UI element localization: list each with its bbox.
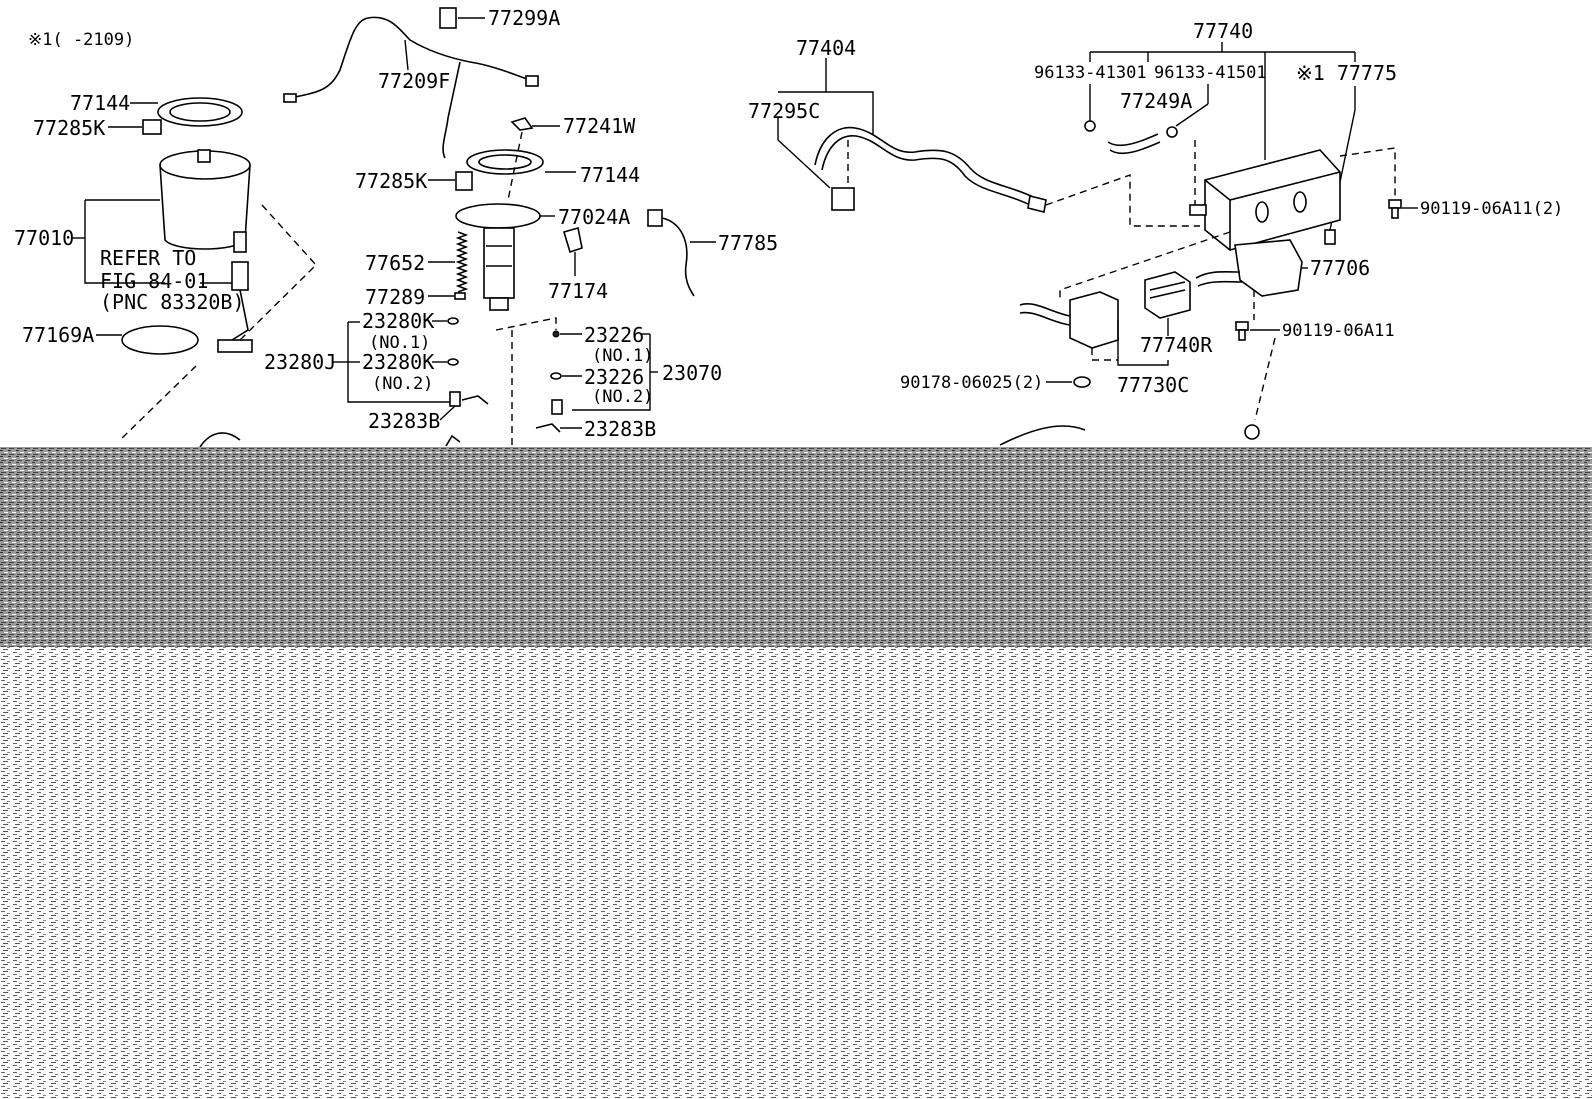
label-no1-left: (NO.1) (369, 333, 430, 353)
clip-77299A (439, 7, 485, 29)
o-ring-77169A (96, 325, 199, 355)
label-23226-no1: 23226 (584, 323, 644, 347)
refer-to-line2: FIG 84-01 (100, 269, 208, 293)
label-23070: 23070 (662, 361, 722, 385)
label-77730C: 77730C (1117, 373, 1189, 397)
bolt-90119-06A11 (1235, 321, 1280, 341)
label-77289: 77289 (365, 285, 425, 309)
label-90119-06A11: 90119-06A11 (1282, 321, 1395, 341)
pin-77775 (1324, 229, 1336, 245)
label-77740: 77740 (1193, 19, 1253, 43)
label-23280K-no2: 23280K (362, 350, 434, 374)
label-77174: 77174 (548, 279, 608, 303)
label-23283B-right: 23283B (584, 417, 656, 441)
clamp-96133-41301 (1084, 120, 1096, 132)
label-23280K-no1: 23280K (362, 309, 434, 333)
clamp-96133-41501 (1166, 126, 1178, 138)
label-77285K-left: 77285K (33, 116, 105, 140)
label-no2-right: (NO.2) (592, 387, 653, 407)
connector-77785 (647, 209, 716, 297)
pump-module-77740R (1144, 271, 1191, 336)
label-77241W: 77241W (563, 114, 636, 138)
refer-to-line3: (PNC 83320B) (100, 290, 245, 314)
grommet-90178-06025 (1046, 376, 1091, 388)
label-77785: 77785 (718, 231, 778, 255)
label-23226-no2: 23226 (584, 365, 644, 389)
label-77209F: 77209F (378, 69, 450, 93)
fuel-sender-gauge (217, 204, 317, 353)
vent-hose-77404 (814, 126, 1047, 213)
valve-77730C (1019, 291, 1119, 361)
label-77652: 77652 (365, 251, 425, 275)
spring-77652 (428, 231, 469, 293)
gasket-77285K-left (108, 119, 162, 135)
refer-to-line1: REFER TO (100, 246, 196, 270)
model-note: ※1( -2109) (28, 30, 134, 50)
label-77024A: 77024A (558, 205, 630, 229)
label-77249A: 77249A (1120, 89, 1192, 113)
label-77010: 77010 (14, 226, 74, 250)
fuel-filter-23283B-left (449, 391, 489, 407)
label-77740R: 77740R (1140, 333, 1213, 357)
hose-77249A (1107, 133, 1161, 155)
label-77285K-center: 77285K (355, 169, 427, 193)
fuel-filter-23283B-right (535, 423, 582, 433)
label-90178-06025: 90178-06025(2) (900, 373, 1043, 393)
valve-23226-no2 (551, 399, 563, 415)
clip-77289 (428, 292, 466, 300)
retainer-ring-77144-center (466, 149, 576, 175)
label-23280J: 23280J (264, 350, 336, 374)
wire-harness-77209F (283, 16, 539, 159)
noise-band-light (0, 647, 1592, 1099)
label-77144-left: 77144 (70, 91, 130, 115)
label-96133-41501: 96133-41501 (1154, 63, 1267, 83)
gasket-77285K-center (428, 171, 473, 191)
fuel-pump-module-77024A (455, 203, 555, 311)
label-77775: ※1 77775 (1296, 61, 1397, 85)
label-no1-right: (NO.1) (592, 346, 653, 366)
noise-band-dark (0, 447, 1592, 647)
air-filter-77706 (1195, 239, 1308, 297)
label-77169A: 77169A (22, 323, 94, 347)
label-90119-06A11-2: 90119-06A11(2) (1420, 199, 1563, 219)
bolt-90119-06A11-2 (1388, 199, 1418, 219)
retainer-ring-77144-left (130, 97, 243, 127)
label-77404: 77404 (796, 36, 856, 60)
label-77295C: 77295C (748, 99, 820, 123)
label-77299A: 77299A (488, 6, 560, 30)
label-96133-41301: 96133-41301 (1034, 63, 1147, 83)
clip-77241W (507, 117, 560, 201)
bracket-77174 (563, 226, 583, 276)
charcoal-canister-77740 (1189, 149, 1341, 251)
label-23283B-left: 23283B (368, 409, 440, 433)
label-77144-center: 77144 (580, 163, 640, 187)
label-77706: 77706 (1310, 256, 1370, 280)
label-no2-left: (NO.2) (372, 374, 433, 394)
